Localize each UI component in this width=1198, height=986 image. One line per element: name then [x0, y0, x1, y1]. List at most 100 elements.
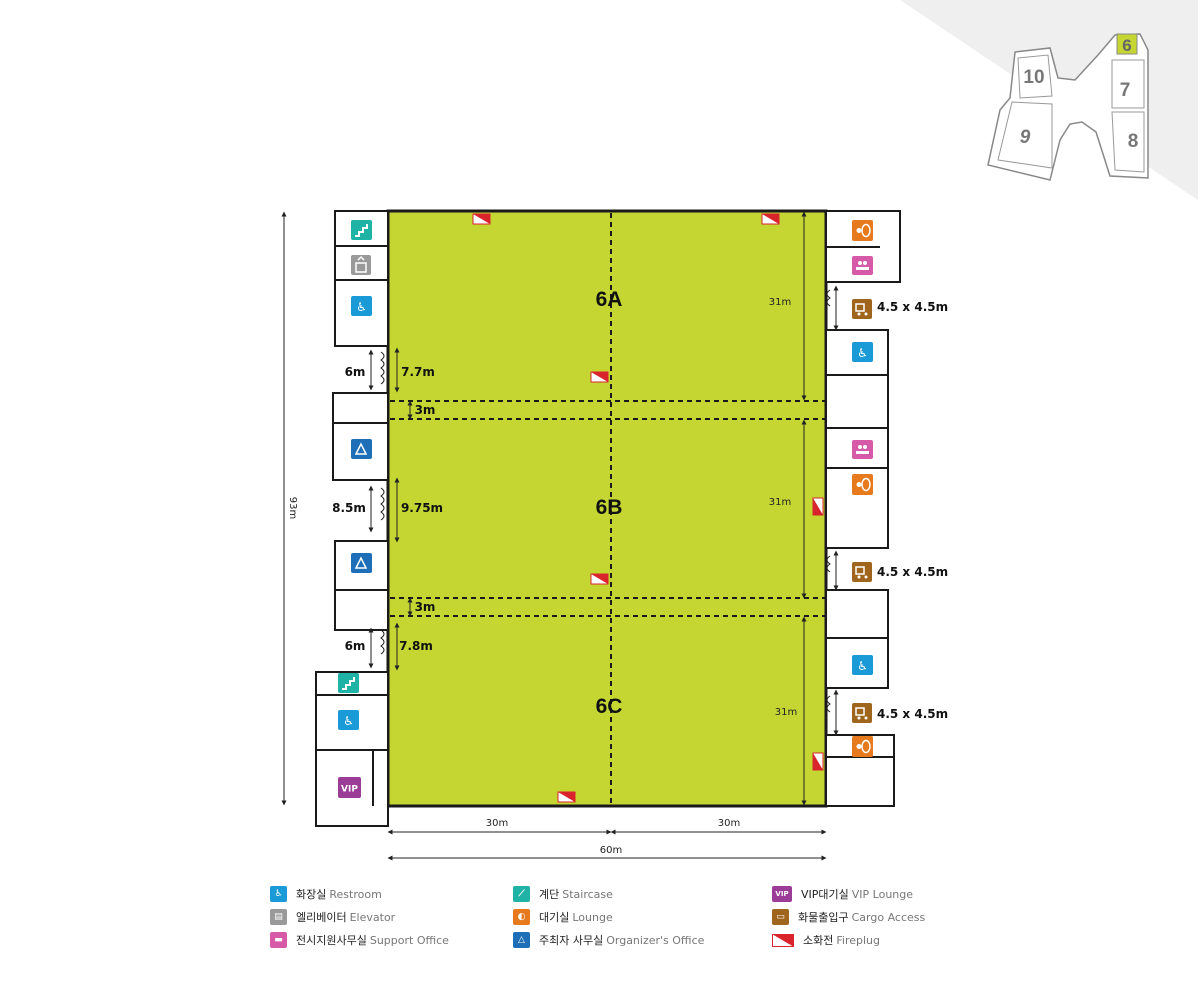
dim-cargo-door-2: 4.5 x 4.5m	[877, 565, 948, 579]
legend-label-ko: 엘리베이터	[296, 911, 347, 924]
organizer-office-icon	[351, 439, 372, 459]
legend-item-vip-lounge: VIP VIP대기실 VIP Lounge	[772, 886, 913, 902]
fireplugs	[472, 213, 824, 803]
legend-label-en: VIP Lounge	[851, 887, 914, 901]
legend-label-en: Support Office	[369, 933, 449, 947]
legend-item-lounge: ◐ 대기실 Lounge	[513, 909, 613, 925]
vip-lounge-icon: VIP	[338, 777, 361, 798]
legend-label-ko: 화장실	[296, 888, 327, 901]
dim-hall-c-depth: 31m	[775, 707, 797, 718]
lounge-icon: ◐	[513, 909, 530, 925]
dim-door-c-width: 6m	[345, 639, 366, 653]
keymap-hall-10: 10	[1023, 67, 1044, 88]
dim-half-width-right: 30m	[718, 818, 740, 829]
dim-hall-a-depth: 31m	[769, 297, 791, 308]
fireplug-icon	[590, 573, 609, 585]
cargo-access-icon	[852, 562, 872, 582]
restroom-icon: ♿	[270, 886, 287, 902]
dim-cargo-door-1: 4.5 x 4.5m	[877, 300, 948, 314]
support-office-icon	[852, 440, 873, 459]
legend-label-en: Staircase	[562, 887, 613, 901]
dim-half-width-left: 30m	[486, 818, 508, 829]
dim-cargo-door-3: 4.5 x 4.5m	[877, 707, 948, 721]
elevator-icon: ▤	[270, 909, 287, 925]
cargo-access-icon	[852, 299, 872, 319]
keymap-hall-8: 8	[1128, 131, 1139, 152]
floor-plan: 6 10 7 9 8 6A 6B 6C	[281, 0, 1198, 861]
staircase-icon	[351, 220, 372, 240]
svg-text:♿: ♿	[356, 300, 367, 314]
hall-dividers	[390, 213, 825, 804]
legend-item-staircase: ⟋ 계단 Staircase	[513, 886, 613, 902]
legend-label-en: Organizer's Office	[606, 933, 705, 947]
legend-label-ko: 소화전	[803, 934, 834, 947]
legend-item-support-office: ▬ 전시지원사무실 Support Office	[270, 932, 449, 948]
lounge-icon	[852, 736, 873, 757]
facility-icons: ♿ ♿ ♿ ♿ VIP	[338, 220, 873, 798]
support-office-icon: ▬	[270, 932, 287, 948]
dimension-lines	[281, 211, 839, 861]
legend-label-ko: VIP대기실	[801, 888, 849, 901]
dim-door-b-width: 8.5m	[332, 501, 366, 515]
staircase-icon: ⟋	[513, 886, 530, 902]
organizer-office-icon	[351, 553, 372, 573]
lounge-icon	[852, 474, 873, 495]
legend-label-en: Cargo Access	[851, 910, 926, 924]
dim-door-a-width: 6m	[345, 365, 366, 379]
vip-icon-text: VIP	[341, 785, 358, 795]
staircase-icon	[338, 673, 359, 693]
fireplug-icon	[590, 371, 609, 383]
dim-door-a-span: 7.7m	[401, 365, 435, 379]
legend-item-elevator: ▤ 엘리베이터 Elevator	[270, 909, 395, 925]
restroom-icon: ♿	[852, 342, 873, 362]
fireplug-icon	[812, 752, 824, 771]
dim-hall-b-depth: 31m	[769, 497, 791, 508]
support-office-icon	[852, 256, 873, 275]
right-service-rooms	[825, 210, 901, 807]
legend-item-fireplug: 소화전 Fireplug	[772, 932, 880, 948]
legend-label-en: Fireplug	[836, 933, 880, 947]
door-swings	[380, 289, 831, 713]
restroom-icon: ♿	[852, 655, 873, 675]
vip-lounge-icon: VIP	[772, 886, 792, 902]
dim-door-c-span: 7.8m	[399, 639, 433, 653]
fireplug-icon	[812, 497, 824, 516]
legend-label-ko: 전시지원사무실	[296, 934, 367, 947]
legend-label-ko: 계단	[539, 888, 560, 901]
restroom-icon: ♿	[338, 710, 359, 730]
dim-total-width: 60m	[600, 845, 622, 856]
organizer-office-icon: △	[513, 932, 530, 948]
fireplug-icon	[761, 213, 780, 225]
legend-label-ko: 대기실	[539, 911, 570, 924]
legend-item-organizer-office: △ 주최자 사무실 Organizer's Office	[513, 932, 704, 948]
keymap-hall-6: 6	[1122, 36, 1131, 55]
legend-item-cargo-access: ▭ 화물출입구 Cargo Access	[772, 909, 925, 925]
cargo-access-icon: ▭	[772, 909, 789, 925]
dim-divider-gap-2: 3m	[415, 600, 436, 614]
svg-text:♿: ♿	[857, 346, 868, 360]
keymap-hall-7: 7	[1120, 80, 1131, 101]
legend-item-restroom: ♿ 화장실 Restroom	[270, 886, 382, 902]
cargo-access-icon	[852, 703, 872, 723]
legend-label-ko: 주최자 사무실	[539, 934, 604, 947]
fireplug-icon	[772, 933, 794, 947]
fireplug-icon	[557, 791, 576, 803]
legend-label-en: Elevator	[349, 910, 396, 924]
legend-label-ko: 화물출입구	[798, 911, 849, 924]
lounge-icon	[852, 220, 873, 241]
hall-key-map: 6 10 7 9 8	[900, 0, 1198, 200]
fireplug-icon	[472, 213, 491, 225]
hall-label-6a: 6A	[596, 288, 623, 311]
hall-label-6c: 6C	[596, 695, 623, 718]
svg-text:♿: ♿	[343, 714, 354, 728]
restroom-icon: ♿	[351, 296, 372, 316]
legend-label-en: Lounge	[572, 910, 613, 924]
hall-floor	[386, 209, 828, 808]
hall-label-6b: 6B	[596, 496, 623, 519]
dim-door-b-span: 9.75m	[401, 501, 443, 515]
svg-text:♿: ♿	[857, 659, 868, 673]
keymap-hall-9: 9	[1020, 127, 1031, 148]
dim-divider-gap-1: 3m	[415, 403, 436, 417]
dim-total-height: 93m	[287, 497, 298, 519]
elevator-icon	[351, 255, 371, 275]
